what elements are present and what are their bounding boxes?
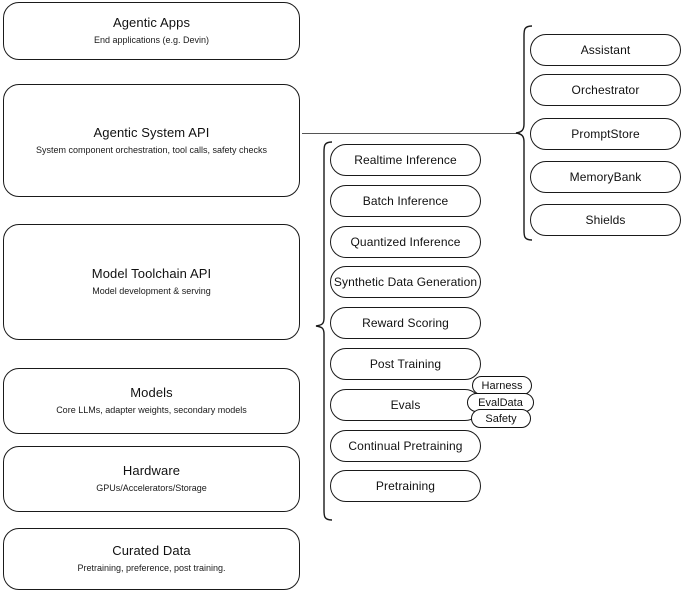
toolchain-item-label: Post Training: [369, 357, 442, 371]
stack-layer-models[interactable]: Models Core LLMs, adapter weights, secon…: [3, 368, 300, 434]
stack-layer-agentic-system-api[interactable]: Agentic System API System component orch…: [3, 84, 300, 197]
evals-badge-label: EvalData: [478, 396, 523, 409]
toolchain-item-label: Pretraining: [375, 479, 436, 493]
toolchain-item-synthetic-data-generation[interactable]: Synthetic Data Generation: [330, 266, 481, 298]
agentic-component-memorybank[interactable]: MemoryBank: [530, 161, 681, 193]
stack-layer-title: Agentic Apps: [112, 15, 191, 30]
brace-toolchain-components: [315, 141, 333, 521]
stack-layer-title: Hardware: [122, 463, 181, 478]
toolchain-item-batch-inference[interactable]: Batch Inference: [330, 185, 481, 217]
stack-layer-subtitle: Pretraining, preference, post training.: [77, 563, 226, 573]
evals-badge-safety[interactable]: Safety: [471, 409, 531, 428]
stack-layer-title: Model Toolchain API: [91, 266, 212, 281]
toolchain-item-quantized-inference[interactable]: Quantized Inference: [330, 226, 481, 258]
stack-layer-subtitle: System component orchestration, tool cal…: [35, 144, 268, 155]
agentic-component-label: Orchestrator: [571, 83, 640, 97]
evals-badge-label: Safety: [485, 412, 517, 425]
toolchain-item-label: Quantized Inference: [350, 235, 461, 249]
agentic-component-label: PromptStore: [571, 127, 640, 141]
toolchain-item-continual-pretraining[interactable]: Continual Pretraining: [330, 430, 481, 462]
stack-layer-subtitle: Model development & serving: [92, 286, 211, 296]
stack-layer-hardware[interactable]: Hardware GPUs/Accelerators/Storage: [3, 446, 300, 512]
toolchain-item-post-training[interactable]: Post Training: [330, 348, 481, 380]
toolchain-item-label: Batch Inference: [362, 194, 449, 208]
agentic-component-promptstore[interactable]: PromptStore: [530, 118, 681, 150]
evals-badge-evaldata[interactable]: EvalData: [467, 393, 534, 412]
toolchain-item-label: Evals: [390, 398, 421, 412]
evals-badge-label: Harness: [481, 379, 523, 392]
toolchain-item-label: Realtime Inference: [354, 153, 457, 167]
agentic-component-orchestrator[interactable]: Orchestrator: [530, 74, 681, 106]
toolchain-item-label: Continual Pretraining: [348, 439, 463, 453]
toolchain-item-pretraining[interactable]: Pretraining: [330, 470, 481, 502]
stack-layer-title: Curated Data: [112, 543, 191, 558]
toolchain-item-evals[interactable]: Evals: [330, 389, 481, 421]
toolchain-item-realtime-inference[interactable]: Realtime Inference: [330, 144, 481, 176]
agentic-component-assistant[interactable]: Assistant: [530, 34, 681, 66]
agentic-component-label: Assistant: [580, 43, 631, 57]
stack-layer-curated-data[interactable]: Curated Data Pretraining, preference, po…: [3, 528, 300, 590]
stack-layer-agentic-apps[interactable]: Agentic Apps End applications (e.g. Devi…: [3, 2, 300, 60]
agentic-component-shields[interactable]: Shields: [530, 204, 681, 236]
stack-layer-subtitle: End applications (e.g. Devin): [93, 35, 210, 45]
stack-layer-model-toolchain-api[interactable]: Model Toolchain API Model development & …: [3, 224, 300, 340]
stack-layer-subtitle: GPUs/Accelerators/Storage: [96, 483, 207, 493]
toolchain-item-label: Reward Scoring: [362, 316, 449, 330]
toolchain-item-label: Synthetic Data Generation: [333, 275, 478, 289]
toolchain-item-reward-scoring[interactable]: Reward Scoring: [330, 307, 481, 339]
stack-layer-subtitle: Core LLMs, adapter weights, secondary mo…: [56, 405, 247, 415]
agentic-component-label: MemoryBank: [569, 170, 642, 184]
agentic-component-label: Shields: [585, 213, 626, 227]
stack-layer-title: Models: [130, 385, 173, 400]
connector-agentic-system-to-components: [302, 133, 520, 134]
stack-layer-title: Agentic System API: [93, 124, 210, 140]
brace-agentic-components: [515, 25, 533, 241]
